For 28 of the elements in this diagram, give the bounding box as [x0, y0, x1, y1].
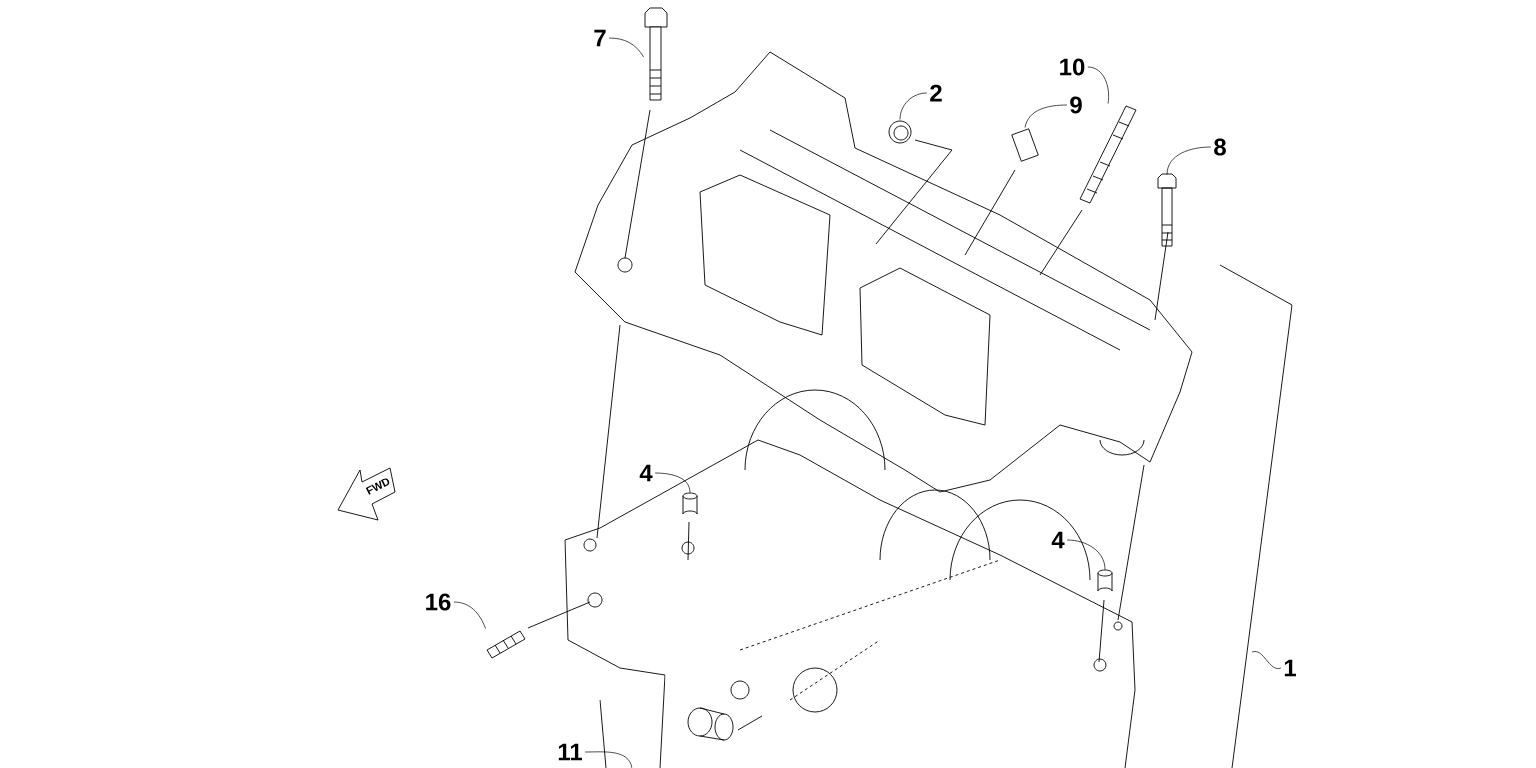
callout-number: 10	[1060, 58, 1085, 76]
bolt-drawing	[1157, 173, 1177, 247]
arrow-label: FWD	[365, 478, 390, 495]
leader-line	[1066, 539, 1106, 570]
callout-number: 9	[1070, 96, 1082, 114]
callout-number: 16	[426, 593, 451, 611]
bolt-drawing	[644, 7, 668, 101]
dowel-drawing	[682, 492, 698, 515]
callout-number: 4	[639, 464, 653, 482]
stud-drawing	[486, 630, 526, 659]
leader-line	[899, 92, 928, 120]
leader-line	[1024, 104, 1068, 128]
leader-line	[584, 751, 633, 768]
leader-line	[1251, 651, 1282, 669]
callout-number: 2	[930, 84, 942, 102]
leader-line	[1166, 146, 1212, 175]
sleeve-drawing	[1011, 128, 1039, 162]
leader-line	[453, 601, 486, 629]
callout-number: 7	[594, 29, 606, 47]
leader-line	[1087, 66, 1109, 104]
dowel-drawing	[1097, 569, 1113, 592]
callout-number: 4	[1051, 531, 1065, 549]
ring-drawing	[888, 120, 912, 144]
callout-number: 1	[1284, 659, 1296, 677]
leader-line	[654, 472, 691, 493]
callout-number: 8	[1214, 138, 1226, 156]
callout-number: 11	[558, 743, 582, 761]
leader-line	[608, 37, 644, 58]
